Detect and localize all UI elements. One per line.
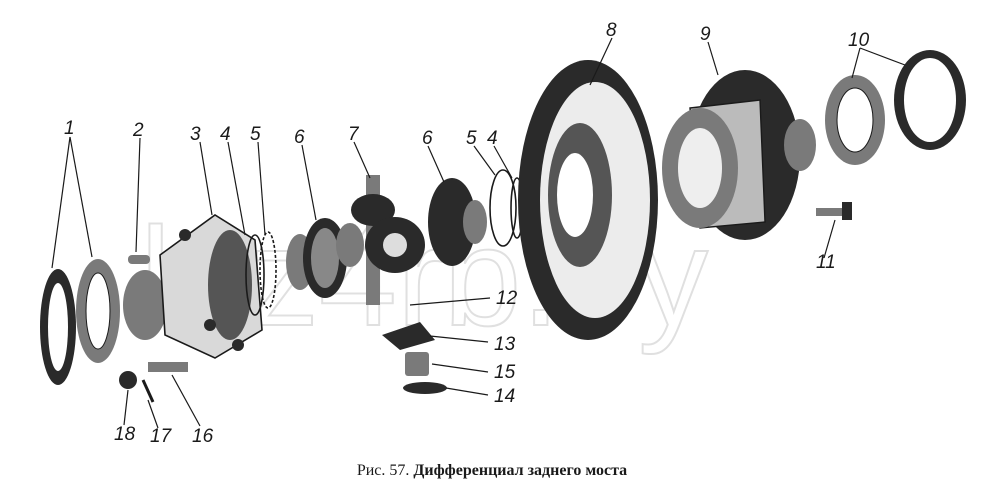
callout-8: 8 bbox=[606, 20, 617, 41]
part-15-bushing bbox=[405, 352, 429, 376]
callout-6: 6 bbox=[294, 127, 305, 148]
caption-prefix: Рис. 57. bbox=[356, 462, 410, 479]
callout-4-right: 4 bbox=[487, 128, 498, 149]
part-2-pin bbox=[128, 255, 150, 264]
part-3-case-half bbox=[123, 214, 263, 359]
callout-2: 2 bbox=[132, 120, 144, 141]
callout-17: 17 bbox=[150, 426, 173, 447]
part-9-case-flange bbox=[662, 70, 816, 240]
part-17-cotter-pin bbox=[141, 379, 155, 403]
callout-4: 4 bbox=[220, 124, 231, 145]
part-4-washer-left bbox=[245, 234, 265, 316]
callout-10: 10 bbox=[848, 30, 870, 51]
part-5-washer-left bbox=[259, 231, 277, 309]
caption-title: Дифференциал заднего моста bbox=[413, 462, 628, 479]
part-1-bearing bbox=[40, 259, 120, 385]
callout-1: 1 bbox=[64, 118, 75, 139]
part-6-side-gear-left bbox=[286, 218, 347, 298]
callout-3: 3 bbox=[190, 124, 201, 145]
callout-13: 13 bbox=[494, 334, 516, 355]
callout-6-right: 6 bbox=[422, 128, 433, 149]
callout-7: 7 bbox=[348, 124, 360, 145]
callout-18: 18 bbox=[114, 424, 136, 445]
callout-5: 5 bbox=[250, 124, 261, 145]
figure-caption: Рис. 57. Дифференциал заднего моста bbox=[0, 462, 984, 480]
part-10-bearing bbox=[825, 50, 966, 165]
part-5-washer-right bbox=[489, 169, 517, 247]
leader-lines bbox=[51, 37, 906, 429]
part-14-thrust-washer bbox=[403, 382, 447, 394]
part-8-ring-gear bbox=[518, 60, 658, 340]
part-11-bolt bbox=[816, 202, 852, 220]
part-16-stud bbox=[148, 362, 188, 372]
callout-11: 11 bbox=[816, 252, 836, 273]
callout-9: 9 bbox=[700, 24, 711, 45]
callout-16: 16 bbox=[192, 426, 214, 447]
part-13-pinion-gear bbox=[382, 322, 435, 350]
callout-15: 15 bbox=[494, 362, 516, 383]
part-7-spider bbox=[336, 175, 425, 305]
callout-12: 12 bbox=[496, 288, 518, 309]
part-6-side-gear-right bbox=[428, 178, 487, 266]
callout-14: 14 bbox=[494, 386, 515, 407]
part-18-nut bbox=[119, 371, 137, 389]
callout-5-right: 5 bbox=[466, 128, 477, 149]
